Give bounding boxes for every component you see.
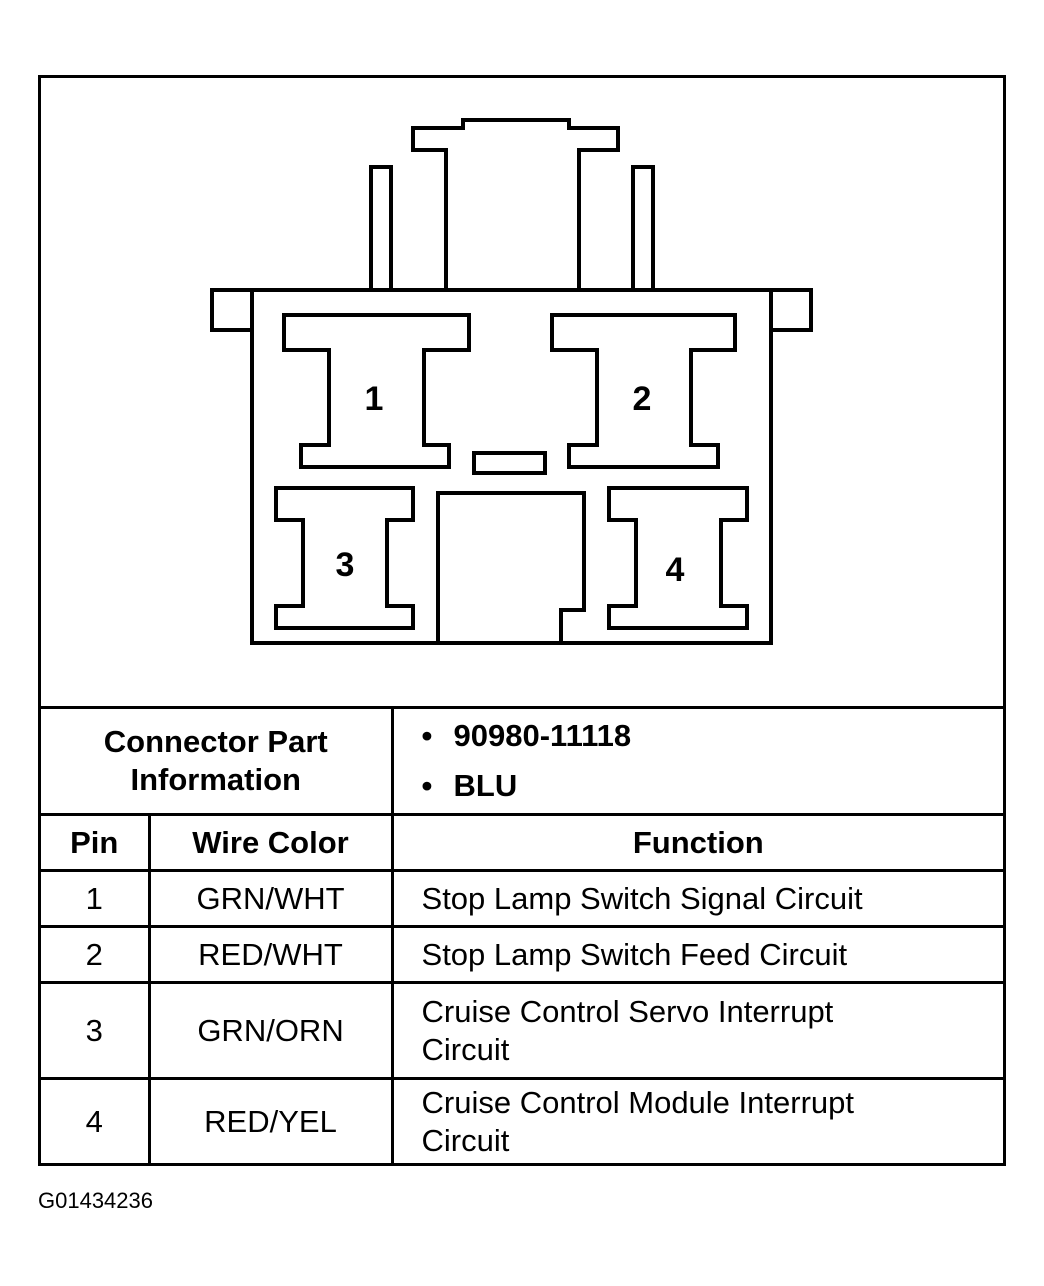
table-row: 3 GRN/ORN Cruise Control Servo Interrupt… bbox=[41, 981, 1004, 1080]
part-info-values: 90980-11118 BLU bbox=[390, 706, 1004, 816]
pin-label-3: 3 bbox=[336, 546, 355, 584]
connector-center-key bbox=[472, 451, 547, 475]
part-info-row: Connector Part Information 90980-11118 B… bbox=[41, 706, 1004, 816]
connector-side-tab-right bbox=[769, 288, 813, 332]
pin-cell: 1 bbox=[41, 869, 151, 928]
function-cell: Stop Lamp Switch Signal Circuit bbox=[390, 869, 1004, 928]
table-row: 1 GRN/WHT Stop Lamp Switch Signal Circui… bbox=[41, 869, 1004, 928]
table-header-row: Pin Wire Color Function bbox=[41, 813, 1004, 872]
pin-table: Connector Part Information 90980-11118 B… bbox=[41, 706, 1004, 1165]
header-function: Function bbox=[390, 813, 1004, 872]
wire-color-cell: RED/WHT bbox=[147, 925, 394, 984]
wire-color-cell: GRN/WHT bbox=[147, 869, 394, 928]
part-info-label: Connector Part Information bbox=[41, 706, 394, 816]
connector-body bbox=[250, 288, 773, 645]
function-cell: Cruise Control Servo Interrupt Circuit bbox=[390, 981, 1004, 1080]
connector-color: BLU bbox=[422, 761, 1004, 811]
table-row: 2 RED/WHT Stop Lamp Switch Feed Circuit bbox=[41, 925, 1004, 984]
pin-cell: 4 bbox=[41, 1077, 151, 1165]
connector-diagram: 1 2 3 4 bbox=[210, 118, 813, 645]
pin-cell: 3 bbox=[41, 981, 151, 1080]
pin-label-1: 1 bbox=[365, 380, 384, 418]
cavity-4 bbox=[607, 486, 749, 630]
header-pin: Pin bbox=[41, 813, 151, 872]
cavity-3 bbox=[274, 486, 415, 630]
wire-color-cell: RED/YEL bbox=[147, 1077, 394, 1165]
function-cell: Stop Lamp Switch Feed Circuit bbox=[390, 925, 1004, 984]
connector-latch bbox=[411, 118, 620, 292]
connector-side-tab-left bbox=[210, 288, 254, 332]
pin-cell: 2 bbox=[41, 925, 151, 984]
function-cell: Cruise Control Module Interrupt Circuit bbox=[390, 1077, 1004, 1165]
part-number: 90980-11118 bbox=[422, 711, 1004, 761]
pin-label-2: 2 bbox=[633, 380, 652, 418]
connector-guide-post-right bbox=[631, 165, 655, 292]
header-wire-color: Wire Color bbox=[147, 813, 394, 872]
connector-center-slot bbox=[436, 491, 586, 643]
connector-guide-post-left bbox=[369, 165, 393, 292]
cavity-2 bbox=[550, 313, 737, 469]
diagram-frame: 1 2 3 4 Connector Part Information 90980… bbox=[38, 75, 1006, 1166]
figure-id: G01434236 bbox=[38, 1188, 153, 1213]
wire-color-cell: GRN/ORN bbox=[147, 981, 394, 1080]
pin-label-4: 4 bbox=[666, 551, 685, 589]
table-row: 4 RED/YEL Cruise Control Module Interrup… bbox=[41, 1077, 1004, 1165]
cavity-1 bbox=[282, 313, 471, 469]
